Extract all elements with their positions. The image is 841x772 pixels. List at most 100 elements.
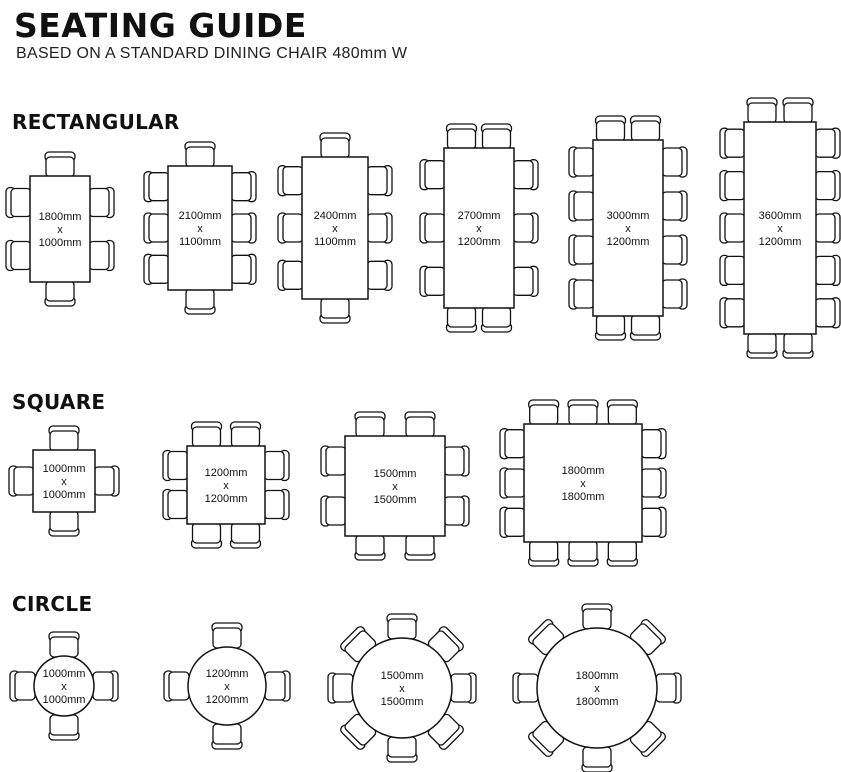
chair [719,169,746,202]
chair [404,534,436,561]
table-size-line2: 1200mm [458,236,501,248]
chair [512,265,539,297]
table-top [443,147,515,309]
chair [44,280,76,307]
table-size-line2: 1800mm [562,491,605,503]
chair [719,212,746,244]
table-size-line2: 1000mm [39,237,82,249]
chair [499,428,526,460]
table-size-separator: x [777,223,783,235]
chair [746,97,778,124]
chair [782,332,814,359]
table-size-line2: 1200mm [759,236,802,248]
chair [277,259,304,291]
chair [419,265,446,297]
chair [814,254,841,287]
chair [230,171,257,203]
table-size-line2: 1000mm [43,694,86,706]
chair [263,449,290,482]
chair [184,141,216,168]
chair [211,723,243,750]
table-top [301,156,369,300]
page-subtitle: BASED ON A STANDARD DINING CHAIR 480mm W [16,45,408,62]
chair [567,540,599,567]
table-size-separator: x [332,223,338,235]
chair [594,314,627,341]
table-size-line1: 2100mm [179,210,222,222]
chair [366,165,393,197]
chair [427,713,464,750]
chair [814,297,841,329]
chair [445,306,478,333]
table-size-line1: 1200mm [206,668,249,680]
chair [814,169,841,202]
chair [320,445,347,477]
chair [568,278,595,310]
table-size-line1: 1500mm [381,670,424,682]
table-size-separator: x [223,480,229,492]
table-size-separator: x [476,223,482,235]
chair [5,186,32,219]
chair [655,672,682,704]
chair [8,465,35,497]
chair [528,720,565,757]
table-top [187,646,267,726]
table-top [536,627,658,749]
chair [567,399,599,426]
chair [162,488,189,521]
chair [450,672,477,704]
chair [640,428,667,460]
chair [88,186,115,219]
chair [640,467,667,499]
table-top [186,445,266,525]
table-size-separator: x [399,683,405,695]
chair [340,713,377,750]
chair [211,622,243,649]
table-size-separator: x [197,223,203,235]
chair [419,159,446,191]
chair [366,212,393,244]
section-heading-rectangular: RECTANGULAR [12,110,180,134]
table-size-line1: 1800mm [576,670,619,682]
chair [386,736,418,763]
table-size-line1: 1500mm [374,468,417,480]
chair [719,127,746,159]
chair [445,123,478,150]
chair [528,399,560,426]
table-size-line2: 1200mm [607,236,650,248]
chair [512,159,539,191]
table-size-line2: 1000mm [43,489,86,501]
chair [327,672,354,704]
chair [419,212,446,244]
chair [568,146,595,178]
chair [640,506,667,538]
chair [443,445,470,477]
chair [5,239,32,272]
chair [528,540,560,567]
chair [264,670,291,702]
chair [606,540,638,567]
chair [629,115,662,142]
chair [512,672,539,704]
table-size-line2: 1200mm [206,694,249,706]
table-top [33,655,95,717]
chair [581,746,613,772]
chair [568,234,595,266]
table-top [32,449,96,513]
table-top [344,435,446,537]
chair [9,670,36,702]
chair [606,399,638,426]
chair [340,626,377,663]
chair [320,495,347,527]
chair [629,314,662,341]
chair [719,254,746,287]
chair [782,97,814,124]
